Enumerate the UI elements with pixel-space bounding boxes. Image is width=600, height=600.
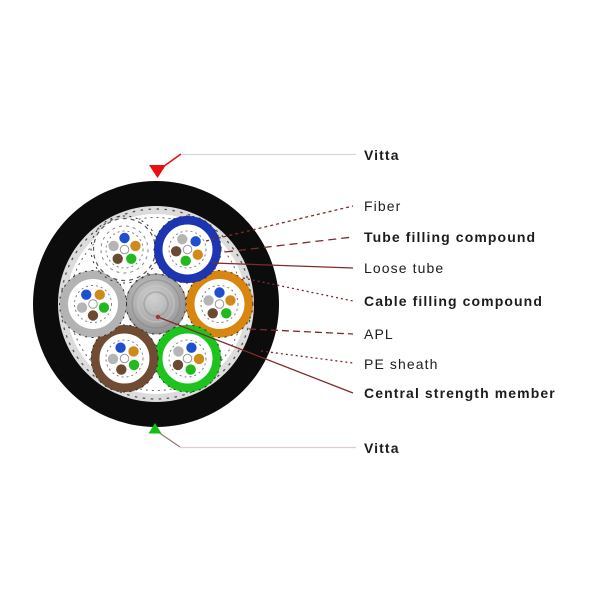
leader-cable-filling [242, 277, 354, 302]
fiber-dot [107, 353, 119, 365]
fiber-dot [98, 302, 110, 313]
label-loose-tube: Loose tube [364, 260, 445, 276]
fiber-dot [87, 310, 99, 321]
fiber-dot [115, 342, 126, 353]
loose-tube-gray [59, 270, 127, 338]
fiber-dot [112, 253, 123, 264]
fiber-dot [130, 240, 141, 252]
vitta-top-triangle [149, 165, 166, 178]
fiber-dot [108, 240, 119, 252]
fiber-dot [126, 253, 137, 264]
fiber-dot [192, 249, 203, 260]
fiber-center [88, 299, 98, 309]
tube-inner-dashes [168, 230, 207, 269]
central-strength-member [125, 273, 187, 335]
fiber-dot [81, 289, 92, 300]
fiber-dot [185, 364, 196, 375]
tube-inner-dashes [74, 285, 112, 323]
leader-tube-filling [224, 236, 354, 253]
tube-outer-dashes [153, 215, 222, 284]
tube-outer-dashes [59, 270, 127, 338]
label-cable-filling-compound: Cable filling compound [364, 293, 543, 309]
leader-fiber [205, 205, 354, 242]
label-central-strength-member: Central strength member [364, 385, 556, 401]
fiber-dot [203, 295, 214, 306]
loose-tube-green [153, 324, 222, 393]
fiber-center [119, 244, 130, 255]
fiber-center [182, 244, 193, 255]
fiber-dot [128, 359, 140, 371]
fiber-dot [94, 289, 105, 300]
tube-ring [91, 325, 158, 392]
tube-inner-dashes [105, 339, 144, 378]
loose-tube-blue [153, 215, 222, 284]
label-pe-sheath: PE sheath [364, 356, 439, 372]
fiber-dot [172, 359, 184, 371]
leader-central-member [157, 316, 354, 394]
fiber-dot [186, 342, 197, 353]
leader-apl [248, 328, 354, 335]
tube-ring [59, 270, 127, 338]
tube-inner-dashes [105, 230, 144, 269]
tube-outer-dashes [185, 270, 254, 338]
leader-lines [155, 205, 354, 394]
label-tube-filling-compound: Tube filling compound [364, 229, 537, 245]
fiber-center [182, 353, 193, 364]
fiber-dot [214, 287, 225, 298]
fiber-dot [170, 246, 182, 257]
loose-tube-orange [185, 270, 254, 338]
tube-inner-dashes [200, 285, 239, 323]
tube-inner-dashes [168, 339, 207, 378]
tube-ring [154, 216, 221, 283]
label-vitta-top: Vitta [364, 147, 400, 163]
fiber-dot [193, 353, 205, 365]
fiber-dot [116, 364, 127, 375]
loose-tubes [59, 215, 254, 393]
fiber-dot [173, 346, 184, 357]
label-fiber: Fiber [364, 198, 402, 214]
loose-tube-brown [90, 324, 159, 393]
fiber-dot [119, 232, 130, 244]
tube-ring-dashed-inner [100, 225, 149, 274]
leader-central-dot [155, 314, 161, 320]
tube-outer-dashes [90, 324, 159, 393]
fiber-dot [207, 308, 218, 319]
tube-ring [186, 270, 253, 338]
leader-loose-tube [212, 262, 354, 269]
loose-tube-white [90, 215, 159, 284]
leader-vitta-bottom-seg [157, 431, 181, 448]
fiber-dot [225, 295, 236, 306]
fiber-dot [190, 236, 201, 247]
label-apl: APL [364, 326, 394, 342]
fiber-dot [180, 255, 191, 267]
fiber-dot [177, 234, 188, 245]
label-vitta-bottom: Vitta [364, 440, 400, 456]
fiber-center [214, 299, 225, 309]
fiber-dot [128, 346, 139, 357]
vitta-bottom-triangle [148, 423, 162, 434]
leader-pe-sheath [260, 350, 354, 364]
fiber-center [119, 353, 130, 364]
fiber-dot [221, 308, 232, 319]
vitta-markers [148, 153, 356, 449]
fiber-dot [76, 302, 88, 313]
